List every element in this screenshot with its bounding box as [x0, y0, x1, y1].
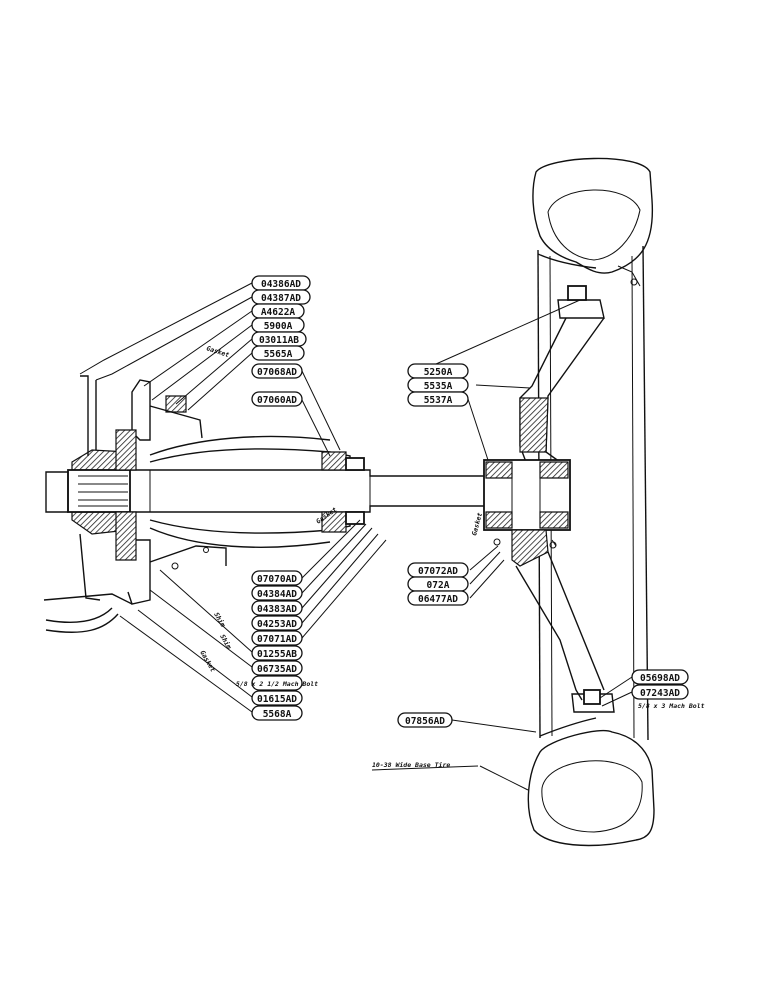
part-number: 01615AD [257, 694, 297, 705]
part-number: 07060AD [257, 395, 297, 406]
part-number: 07070AD [257, 574, 297, 585]
leader-lines [79, 282, 633, 791]
part-label-072A: 072A [407, 576, 469, 592]
wheel-disc-lower [493, 529, 615, 713]
wheel-disc-upper [519, 285, 605, 463]
part-label-04384AD: 04384AD [251, 585, 303, 601]
part-number: 072A [427, 580, 450, 591]
part-number: 06735AD [257, 664, 297, 675]
shim-note: Shim [212, 611, 227, 629]
part-label-07070AD: 07070AD [251, 570, 303, 586]
part-label-04383AD: 04383AD [251, 600, 303, 616]
part-number: 07072AD [418, 566, 458, 577]
part-label-04386AD: 04386AD [251, 275, 311, 291]
tire-upper-section [532, 157, 654, 274]
part-label-07072AD: 07072AD [407, 562, 469, 578]
axle-shaft [130, 469, 484, 513]
gasket-note: Gasket [470, 512, 484, 537]
part-label-5250A: 5250A [407, 363, 469, 379]
part-label-05698AD: 05698AD [631, 669, 689, 685]
part-number: 04253AD [257, 619, 297, 630]
part-label-07071AD: 07071AD [251, 630, 303, 646]
part-label-04387AD: 04387AD [251, 289, 311, 305]
part-label-07060AD: 07060AD [251, 391, 303, 407]
part-label-5900A: 5900A [251, 317, 305, 333]
part-label-5537A: 5537A [407, 391, 469, 407]
part-number: 04386AD [261, 279, 301, 290]
part-number: 04387AD [261, 293, 301, 304]
part-number: 06477AD [418, 594, 458, 605]
part-label-07856AD: 07856AD [397, 712, 453, 728]
part-number: 07856AD [405, 716, 445, 727]
part-label-A4622A: A4622A [251, 303, 305, 319]
shim-note: Shim [218, 633, 233, 651]
part-label-5535A: 5535A [407, 377, 469, 393]
part-label-01255AB: 01255AB [251, 645, 303, 661]
part-label-06477AD: 06477AD [407, 590, 469, 606]
tire-lower-section [527, 729, 655, 847]
part-number: 5535A [424, 381, 453, 392]
part-label-01615AD: 01615AD [251, 690, 303, 706]
part-number: 07068AD [257, 367, 297, 378]
part-number: 04384AD [257, 589, 297, 600]
part-number: 5250A [424, 367, 453, 378]
tire-note: 10-38 Wide Base Tire [372, 761, 450, 769]
part-label-5565A: 5565A [251, 345, 305, 361]
part-number: 01255AB [257, 649, 297, 660]
part-label-5568A: 5568A [251, 705, 303, 721]
gasket-note: Gasket [198, 649, 217, 673]
wheel-hub [483, 459, 571, 531]
part-label-03011AB: 03011AB [251, 331, 307, 347]
part-number: 07243AD [640, 688, 680, 699]
small-bolt-note: 5/8 x 2 1/2 Mach Bolt [236, 675, 318, 691]
housing-support [43, 593, 133, 633]
part-label-06735AD: 06735AD [251, 660, 303, 676]
part-number: 5900A [264, 321, 293, 332]
mach-bolt-note: 5/8 x 3 Mach Bolt [638, 702, 705, 710]
brake-flange [115, 379, 227, 605]
part-label-07068AD: 07068AD [251, 363, 303, 379]
part-number: 04383AD [257, 604, 297, 615]
part-number: 07071AD [257, 634, 297, 645]
part-label-07243AD: 07243AD [631, 684, 689, 700]
part-number: 03011AB [259, 335, 299, 346]
part-number: 05698AD [640, 673, 680, 684]
bolt-spec-text: 5/8 x 2 1/2 Mach Bolt [236, 680, 318, 688]
part-number: A4622A [261, 307, 296, 318]
part-label-04253AD: 04253AD [251, 615, 303, 631]
valve-stem [617, 265, 641, 287]
differential-gear [45, 375, 131, 601]
axle-housing [149, 435, 365, 548]
part-number: 5537A [424, 395, 453, 406]
part-number: 5568A [263, 709, 292, 720]
part-number: 5565A [264, 349, 293, 360]
